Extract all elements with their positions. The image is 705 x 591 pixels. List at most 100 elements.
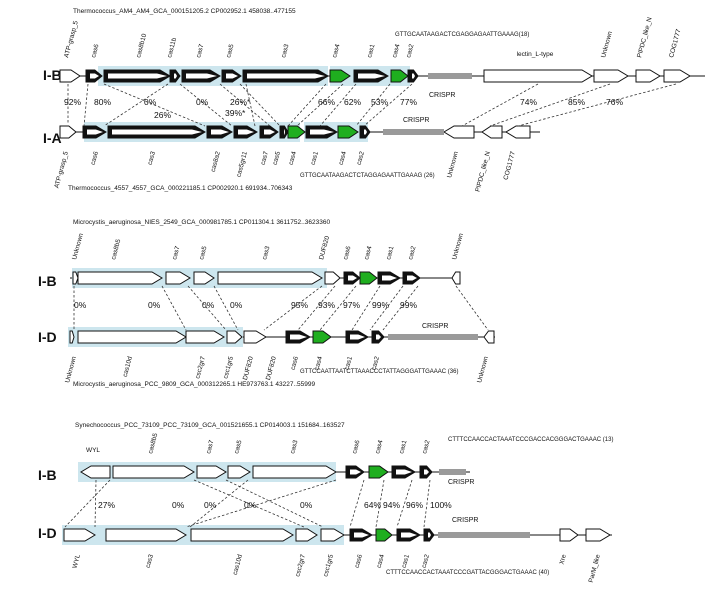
panel3-identity-pct-7: 96%	[406, 500, 423, 510]
panel1-row1-label-7: cas4	[331, 43, 341, 58]
panel1-row2-label-2: cas3	[147, 150, 157, 165]
panel2-identity-pct-1: 0%	[148, 300, 161, 310]
panel1-row2-label-0: ATP-grasp_5	[53, 150, 70, 189]
panel2-homology-line-4	[263, 285, 323, 331]
panel3-row1-label-2: cas7	[205, 439, 215, 454]
panel2-row1-label-2: cas7	[171, 245, 181, 260]
panel1-homology-line-15	[517, 83, 677, 127]
panel3-homology-line-1	[94, 479, 97, 528]
panel3-row1-gene-1	[112, 465, 195, 479]
panel1-row1-label-10: cas2	[405, 43, 415, 58]
panel1-row1-gene-3-core	[174, 73, 177, 79]
panel2-row1-label-3: cas5	[198, 245, 208, 260]
panel1-row2-label-10: cas2	[356, 150, 366, 165]
panel3-homology-line-9	[423, 479, 431, 528]
panel1-row2-gene-1-core	[87, 129, 103, 135]
panel1-bottom-genome-label: Thermococcus_4557_4557_GCA_000221185.1 C…	[68, 185, 293, 192]
panel3-row1-gene-0	[80, 465, 111, 479]
panel1-row1-gene-6-core	[247, 73, 325, 79]
panel1-row2-gene-9	[337, 125, 359, 139]
panel1-identity-pct-1: 80%	[94, 97, 111, 107]
panel2-row2-label-0: Unknown	[64, 355, 78, 383]
panel2-row2-gene-7-core	[350, 334, 365, 340]
panel1-identity-pct-6: 39%*	[225, 108, 246, 118]
panel3-row1-label-4: cas3	[289, 439, 299, 454]
panel2-row1-gene-0	[72, 271, 79, 285]
panel3-row2-label-0: WYL	[72, 553, 83, 569]
panel3-row1-gene-8-core	[424, 469, 429, 475]
panel3-row2-label-8: cas2	[421, 553, 431, 568]
panel2-identity-pct-5: 93%	[318, 300, 335, 310]
panel2-row2-gene-5-core	[290, 334, 307, 340]
panel2-row2-label-6: cas6	[290, 355, 300, 370]
panel1-row1-label-0: ATP-grasp_5	[63, 20, 80, 59]
panel2-row2-crispr-label: CRISPR	[422, 323, 448, 330]
panel3-row1-label-7: cas1	[398, 439, 408, 454]
panel3-row2-label-2: cas10d	[232, 553, 244, 575]
panel2-row1-type: I-B	[38, 273, 57, 289]
panel2-row1-gene-10	[451, 271, 461, 285]
panel2-homology-line-9	[382, 285, 419, 331]
panel2-homology-line-8	[369, 285, 404, 331]
panel2-row1-gene-1	[77, 271, 163, 285]
panel3-homology-line-6	[349, 479, 365, 528]
panel2-row2-crispr-bar	[388, 334, 478, 340]
panel1-row2-gene-13	[505, 125, 531, 139]
panel3-row2-gene-7-core	[401, 532, 417, 538]
panel3-homology-line-0	[64, 479, 111, 528]
panel2-row2-gene-3	[226, 330, 243, 344]
panel2-identity-pct-3: 0%	[230, 300, 243, 310]
panel1-identity-pct-11: 74%	[520, 97, 537, 107]
panel1-row2-gene-4-core	[238, 129, 254, 135]
panel2-row1-gene-9-core	[407, 275, 417, 281]
panel2-row1-label-9: cas2	[407, 245, 417, 260]
panel1-row2-label-11: Unknown	[446, 150, 460, 178]
panel3-row2-label-10: ParM_like	[588, 553, 602, 583]
panel1-row1-gene-9	[390, 69, 409, 83]
panel3-row1-crispr-bar	[439, 469, 466, 475]
panel1-row2-label-1: cas6	[90, 150, 100, 165]
panel1-row2-gene-12	[481, 125, 503, 139]
panel2-row1-gene-5	[324, 271, 341, 285]
panel1-identity-pct-12: 85%	[568, 97, 585, 107]
panel1-homology-line-6	[239, 83, 281, 127]
panel3-row2-label-4: csc1gr5	[322, 553, 335, 577]
panel1-row1-label-1: cas6	[90, 43, 100, 58]
panel1-row1-gene-13	[635, 69, 661, 83]
panel1-top-genome-label: Thermococcus_AM4_AM4_GCA_000151205.2 CP0…	[73, 8, 296, 15]
panel2-identity-pct-2: 0%	[202, 300, 215, 310]
panel3-row2-gene-4	[320, 528, 345, 542]
panel1-homology-line-3	[103, 83, 169, 127]
panel1-row2-label-6: cas5	[272, 150, 282, 165]
panel3-row2-label-9: Xre	[559, 553, 568, 565]
panel1-homology-line-14	[489, 83, 611, 127]
panel3-row2-gene-2	[190, 528, 294, 542]
panel1-row2-gene-0	[59, 125, 77, 139]
panel2-row1-gene-3	[193, 271, 215, 285]
panel3-homology-line-4	[189, 479, 249, 528]
panel2-identity-pct-4: 95%	[291, 300, 308, 310]
panel2-row1-gene-7	[359, 271, 378, 285]
panel2-identity-pct-8: 99%	[400, 300, 417, 310]
panel3-identity-pct-8: 100%	[430, 500, 452, 510]
panel1-homology-line-2	[103, 83, 206, 127]
panel2-homology-line-3	[213, 285, 239, 331]
panel2-identity-pct-0: 0%	[74, 300, 87, 310]
panel3-row1-repeat-seq: CTTTCCAACCACTAAATCCCGACCACGGGACTGAAAC (1…	[448, 437, 613, 443]
panel3-row1-gene-6	[368, 465, 389, 479]
panel2-top-genome-label: Microcystis_aeruginosa_NIES_2549_GCA_000…	[73, 219, 330, 226]
panel1-row2-crispr-bar	[383, 129, 444, 135]
panel2-homology-line-10	[455, 285, 489, 331]
panel1-row1-gene-8-core	[358, 73, 385, 79]
panel1-homology-line-9	[296, 83, 344, 127]
panel2-homology-line-6	[319, 285, 357, 331]
panel2-row2-repeat-seq: GTTCCAATTAATCTTAAACCCTATTAGGGATTGAAAC (3…	[300, 369, 458, 375]
panel1-row1-crispr-label: CRISPR	[429, 92, 455, 99]
panel1-row1-gene-14	[663, 69, 691, 83]
panel1-row1-gene-4-core	[186, 73, 217, 79]
panel1-row1-type: I-B	[43, 67, 62, 83]
panel3-identity-pct-0: 27%	[98, 500, 115, 510]
panel3-identity-pct-4: 0%	[300, 500, 313, 510]
panel1-identity-pct-10: 77%	[400, 97, 417, 107]
panel3-row2-label-3: csc2gr7	[294, 553, 307, 577]
